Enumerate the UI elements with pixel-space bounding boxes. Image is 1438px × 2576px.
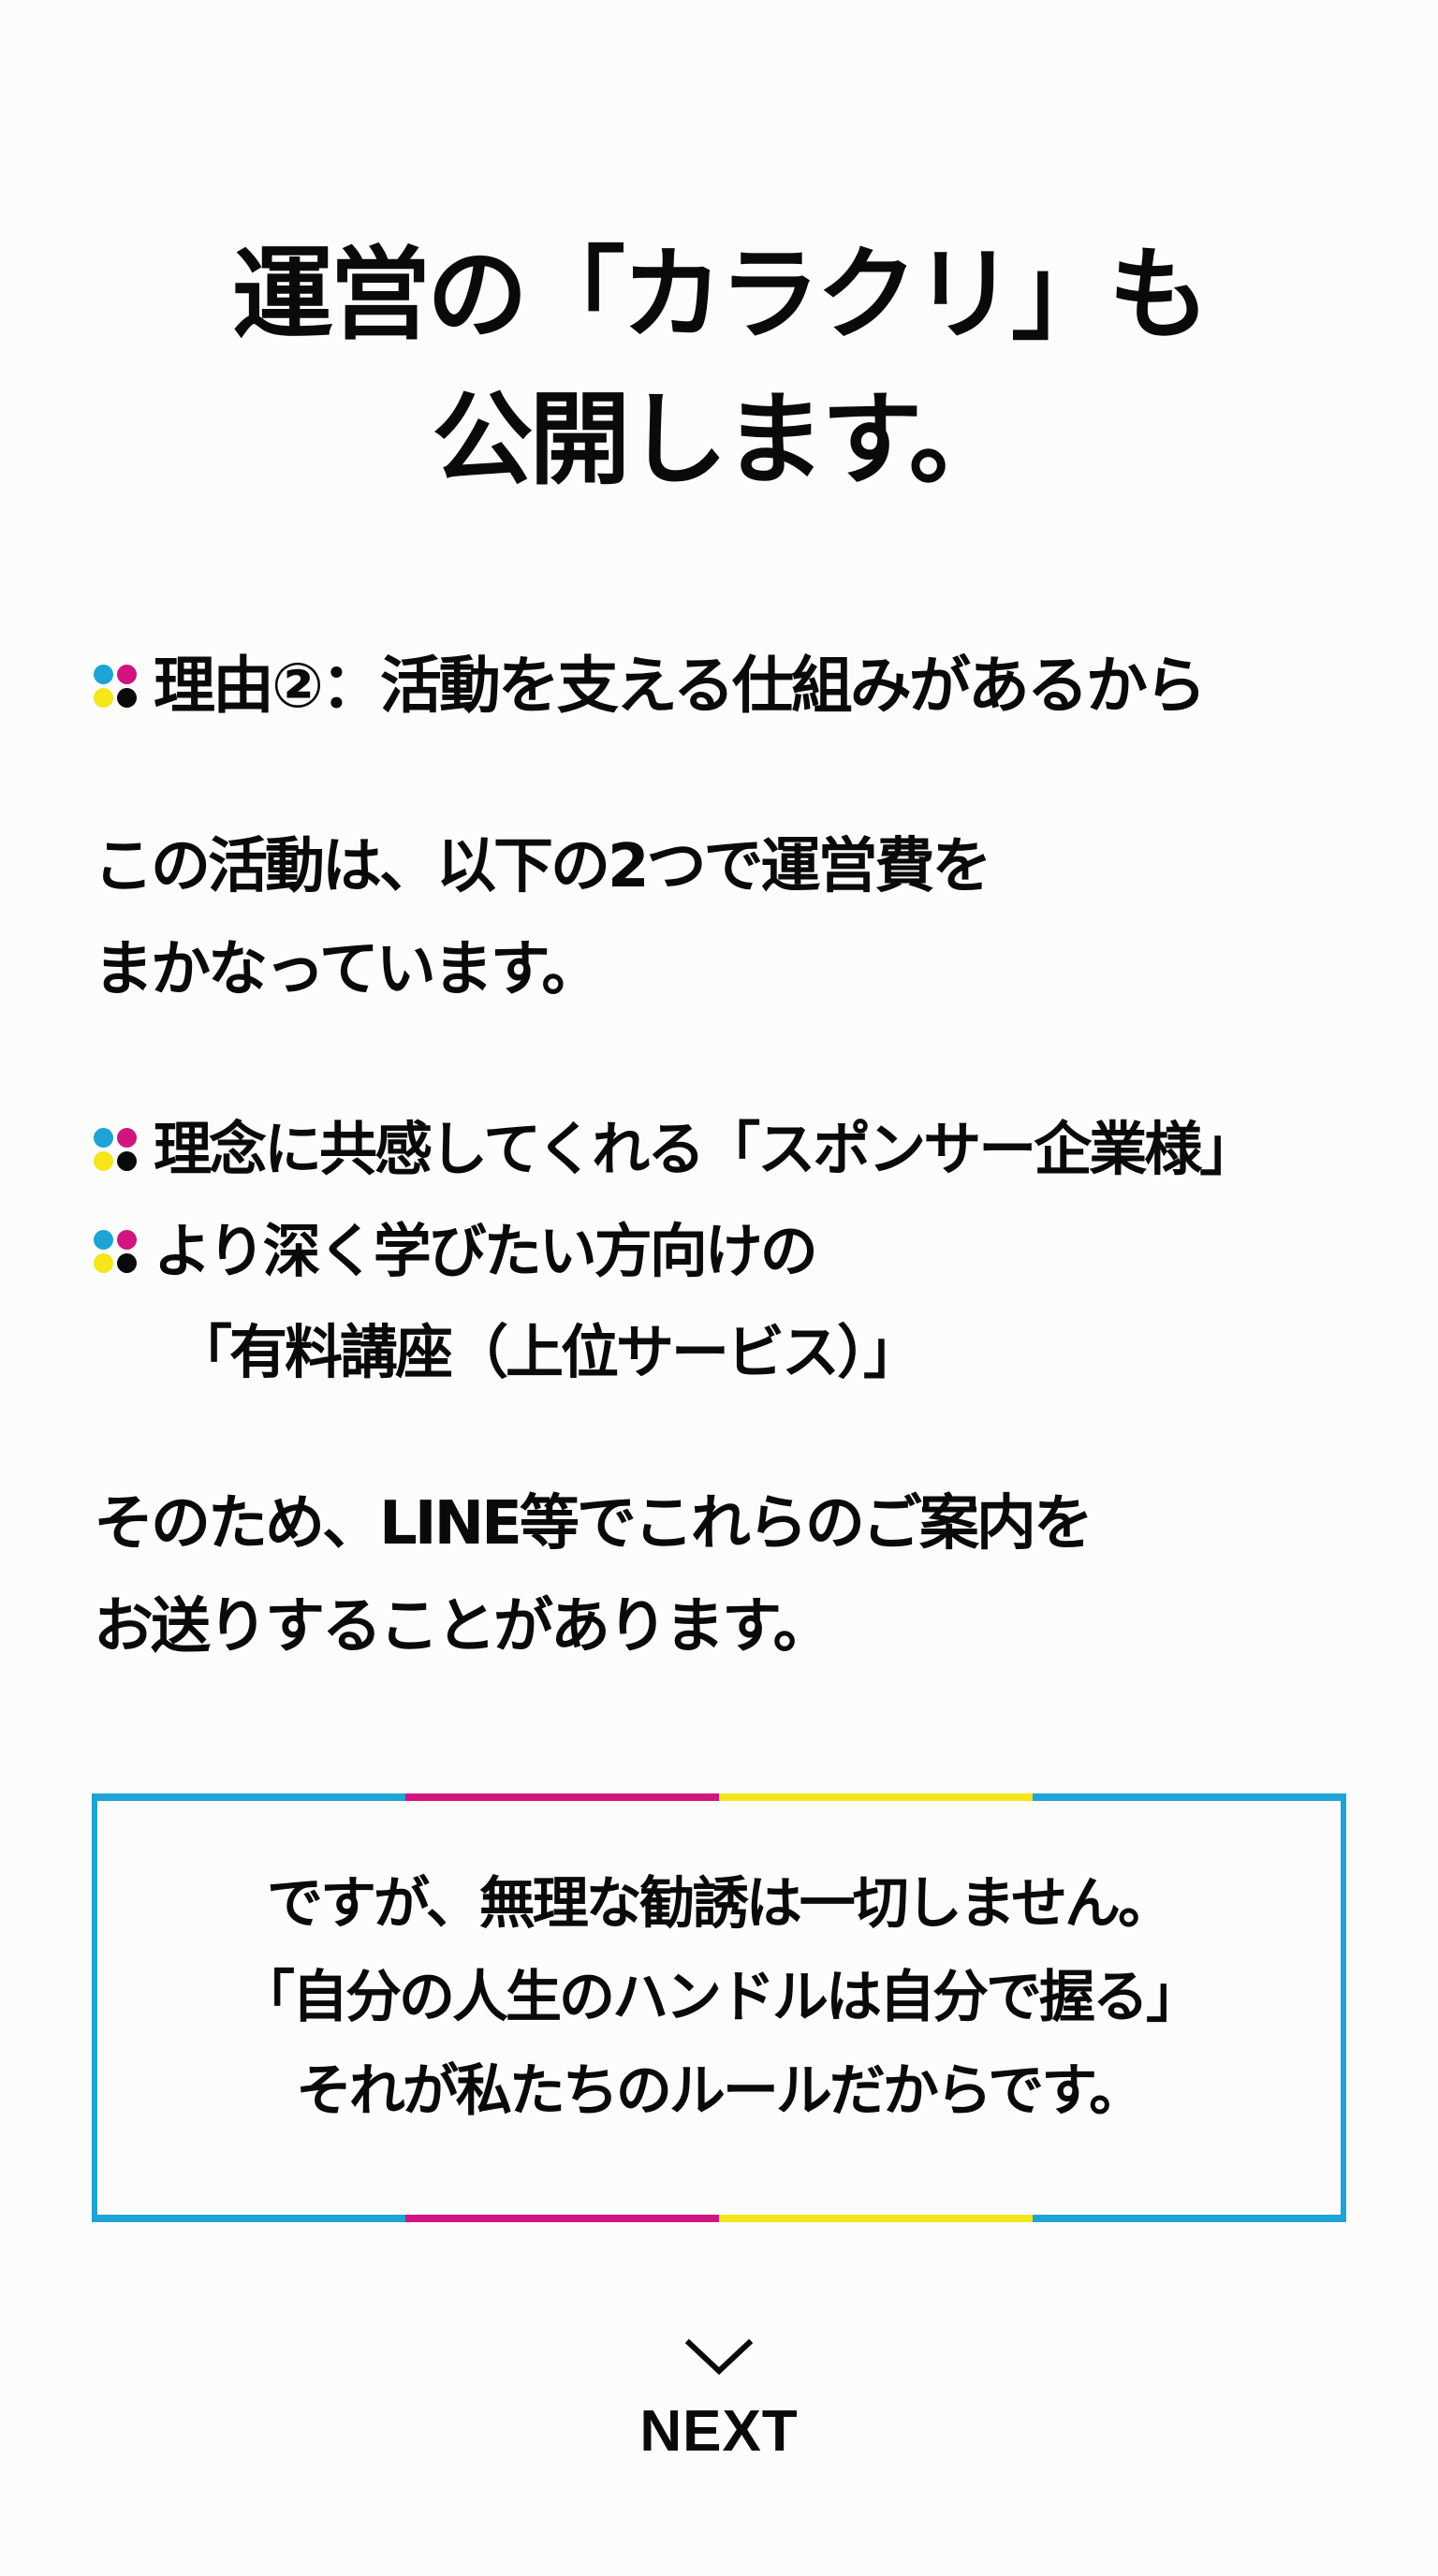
callout-line-1: ですが、無理な勧誘は一切しません。 <box>267 1871 1174 1937</box>
page-title: 運営の「カラクリ」も 公開します。 <box>0 223 1438 513</box>
title-line-1: 運営の「カラクリ」も <box>231 237 1210 354</box>
reason-heading: 理由②：活動を支える仕組みがあるから <box>94 644 1207 728</box>
list-item-paid-course-line-2: 「有料講座（上位サービス）」 <box>174 1318 921 1386</box>
next-button-label: NEXT <box>639 2399 799 2464</box>
cmyk-dots-icon <box>94 1230 137 1273</box>
funding-intro-line-1: この活動は、以下の2つで運営費を <box>94 832 992 901</box>
title-line-2: 公開します。 <box>432 382 1009 499</box>
no-solicitation-callout: ですが、無理な勧誘は一切しません。 「自分の人生のハンドルは自分で握る」 それが… <box>92 1793 1346 2222</box>
list-item-paid-course-text: より深く学びたい方向けの <box>154 1217 818 1285</box>
callout-line-2: 「自分の人生のハンドルは自分で握る」 <box>239 1965 1202 2030</box>
callout-left-border <box>92 1793 97 2222</box>
callout-line-3: それが私たちのルールだからです。 <box>295 2058 1145 2124</box>
list-item-sponsor-text: 理念に共感してくれる「スポンサー企業様」 <box>154 1115 1257 1183</box>
reason-heading-text: 理由②：活動を支える仕組みがあるから <box>154 650 1207 722</box>
chevron-down-icon <box>684 2338 754 2376</box>
callout-bottom-border <box>92 2215 1346 2222</box>
funding-intro: この活動は、以下の2つで運営費を まかなっています。 <box>94 815 992 1021</box>
funding-intro-line-2: まかなっています。 <box>94 935 601 1004</box>
cmyk-dots-icon <box>94 1128 137 1171</box>
list-item-sponsor: 理念に共感してくれる「スポンサー企業様」 <box>94 1107 1257 1192</box>
callout-right-border <box>1341 1793 1346 2222</box>
line-notice-line-1: そのため、LINE等でこれらのご案内を <box>94 1489 1093 1559</box>
line-notice-line-2: お送りすることがあります。 <box>94 1592 833 1661</box>
cmyk-dots-icon <box>94 665 137 708</box>
line-notice: そのため、LINE等でこれらのご案内を お送りすることがあります。 <box>94 1472 1093 1678</box>
callout-text: ですが、無理な勧誘は一切しません。 「自分の人生のハンドルは自分で握る」 それが… <box>92 1857 1346 2138</box>
callout-top-border <box>92 1793 1346 1801</box>
next-button[interactable]: NEXT <box>625 2335 813 2463</box>
list-item-paid-course: より深く学びたい方向けの <box>94 1209 818 1294</box>
